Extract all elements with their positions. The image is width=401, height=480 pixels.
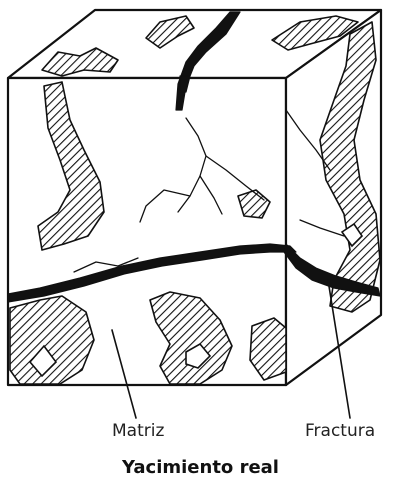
front-patch-lower-left [10,296,94,384]
label-fracture: Fractura [305,421,375,441]
label-matrix: Matriz [112,421,164,441]
figure-caption: Yacimiento real [0,457,401,478]
